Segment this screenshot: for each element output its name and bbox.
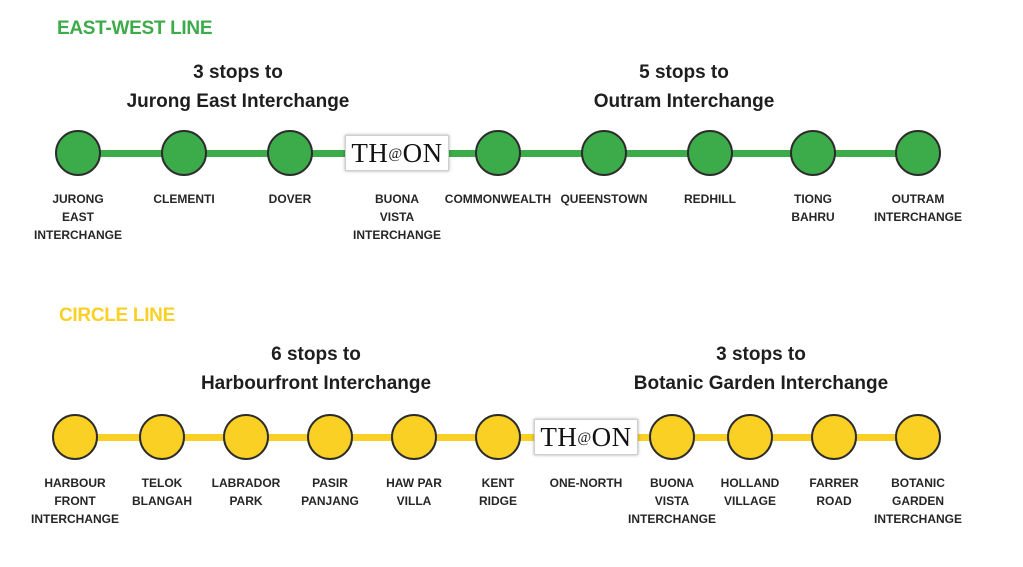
station-label-line: OUTRAM <box>891 192 945 206</box>
station-label: OUTRAM INTERCHANGE <box>853 190 983 226</box>
station-marker <box>687 130 733 176</box>
station-label: TELOK BLANGAH <box>97 474 227 510</box>
station-marker <box>790 130 836 176</box>
station-label-line: VILLAGE <box>723 494 776 508</box>
station-marker <box>475 130 521 176</box>
station-label-line: COMMONWEALTH <box>444 192 552 206</box>
station-label: KENT RIDGE <box>433 474 563 510</box>
station-label-line: VISTA <box>379 210 415 224</box>
station-label-line: GARDEN <box>891 494 944 508</box>
station-label: REDHILL <box>645 190 775 208</box>
logo-text-suffix: ON <box>402 137 443 168</box>
logo-text-at: @ <box>577 429 592 446</box>
th-at-on-logo: TH@ON <box>345 135 449 171</box>
station-label: TIONG BAHRU <box>748 190 878 226</box>
station-marker <box>895 414 941 460</box>
station-label-line: INTERCHANGE <box>873 210 962 224</box>
cc-summary-west-destination: Harbourfront Interchange <box>200 373 432 394</box>
station-label: HARBOUR FRONT INTERCHANGE <box>10 474 140 528</box>
station-label: BUONA VISTA INTERCHANGE <box>607 474 737 528</box>
station-marker <box>727 414 773 460</box>
station-label-line: PANJANG <box>301 494 359 508</box>
station-label-line: TIONG <box>794 192 832 206</box>
station-label-line: ROAD <box>816 494 852 508</box>
cc-summary-east-destination: Botanic Garden Interchange <box>633 373 889 394</box>
cc-summary-east-stops: 3 stops to <box>716 344 806 365</box>
east-west-line-title: EAST-WEST LINE <box>57 18 213 39</box>
station-label-line: VILLA <box>396 494 432 508</box>
station-marker <box>895 130 941 176</box>
station-label-line: BUONA <box>375 192 419 206</box>
station-label-line: BLANGAH <box>132 494 192 508</box>
circle-line-title: CIRCLE LINE <box>59 305 175 326</box>
station-label-line: QUEENSTOWN <box>560 192 648 206</box>
station-label: BOTANIC GARDEN INTERCHANGE <box>853 474 983 528</box>
station-marker <box>55 130 101 176</box>
station-label-line: FARRER <box>809 476 859 490</box>
station-label-line: BAHRU <box>791 210 835 224</box>
logo-text-prefix: TH <box>351 137 389 168</box>
station-marker <box>475 414 521 460</box>
station-marker <box>267 130 313 176</box>
station-label-line: LABRADOR <box>211 476 281 490</box>
ew-summary-west: 3 stops to Jurong East Interchange <box>88 58 388 116</box>
station-label: FARRER ROAD <box>769 474 899 510</box>
station-label: JURONG EAST INTERCHANGE <box>13 190 143 244</box>
station-label-line: KENT <box>481 476 515 490</box>
cc-summary-west: 6 stops to Harbourfront Interchange <box>166 340 466 398</box>
station-label-line: PARK <box>229 494 263 508</box>
station-label: COMMONWEALTH <box>433 190 563 208</box>
station-label-line: BUONA <box>650 476 694 490</box>
station-marker <box>391 414 437 460</box>
station-marker <box>811 414 857 460</box>
station-label-line: TELOK <box>141 476 183 490</box>
ew-summary-east-stops: 5 stops to <box>639 62 729 83</box>
station-label-line: INTERCHANGE <box>873 512 962 526</box>
station-label-line: FRONT <box>54 494 96 508</box>
station-marker <box>581 130 627 176</box>
station-label-line: INTERCHANGE <box>352 228 441 242</box>
station-label-line: DOVER <box>268 192 312 206</box>
station-label-line: BOTANIC <box>891 476 945 490</box>
station-label-line: VISTA <box>654 494 690 508</box>
station-label-line: INTERCHANGE <box>30 512 119 526</box>
station-label-line: HOLLAND <box>720 476 780 490</box>
station-label-line: HARBOUR <box>44 476 106 490</box>
station-label: DOVER <box>225 190 355 208</box>
station-marker <box>139 414 185 460</box>
logo-text-suffix: ON <box>591 421 632 452</box>
station-label-line: RIDGE <box>478 494 517 508</box>
station-marker <box>307 414 353 460</box>
station-label-line: INTERCHANGE <box>33 228 122 242</box>
th-at-on-logo: TH@ON <box>534 419 638 455</box>
ew-summary-east-destination: Outram Interchange <box>593 91 775 112</box>
station-label-line: ONE-NORTH <box>549 476 623 490</box>
station-label-line: INTERCHANGE <box>627 512 716 526</box>
station-label: HOLLAND VILLAGE <box>685 474 815 510</box>
ew-summary-east: 5 stops to Outram Interchange <box>534 58 834 116</box>
station-marker <box>161 130 207 176</box>
station-marker <box>223 414 269 460</box>
station-label-line: EAST <box>61 210 94 224</box>
ew-summary-west-destination: Jurong East Interchange <box>126 91 350 112</box>
station-label: HAW PAR VILLA <box>349 474 479 510</box>
station-label: PASIR PANJANG <box>265 474 395 510</box>
cc-summary-east: 3 stops to Botanic Garden Interchange <box>611 340 911 398</box>
station-label: CLEMENTI <box>119 190 249 208</box>
logo-text-prefix: TH <box>540 421 578 452</box>
station-marker <box>649 414 695 460</box>
station-label: ONE-NORTH <box>521 474 651 492</box>
station-marker <box>52 414 98 460</box>
station-label: BUONA VISTA INTERCHANGE <box>332 190 462 244</box>
cc-summary-west-stops: 6 stops to <box>271 344 361 365</box>
station-label: QUEENSTOWN <box>539 190 669 208</box>
ew-summary-west-stops: 3 stops to <box>193 62 283 83</box>
station-label-line: PASIR <box>312 476 348 490</box>
station-label-line: CLEMENTI <box>153 192 215 206</box>
station-label-line: REDHILL <box>684 192 736 206</box>
station-label-line: HAW PAR <box>386 476 442 490</box>
station-label: LABRADOR PARK <box>181 474 311 510</box>
station-label-line: JURONG <box>52 192 104 206</box>
logo-text-at: @ <box>388 145 403 162</box>
